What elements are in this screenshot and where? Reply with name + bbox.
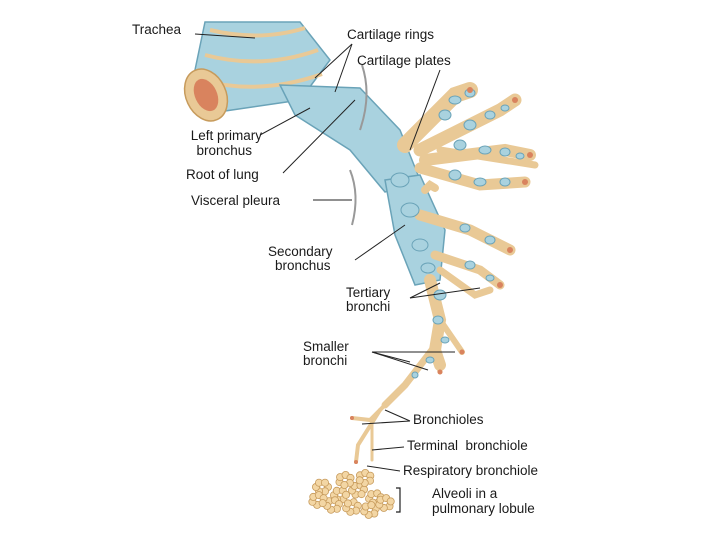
alveolus [386, 497, 395, 506]
alveolus [357, 490, 366, 499]
alveolus [343, 499, 352, 508]
bronchial-tree-illustration [183, 21, 539, 519]
alveoli-cluster-illustration [308, 468, 395, 519]
leader-terminal-bronchiole [371, 446, 405, 451]
alveolus [340, 480, 349, 489]
alveolus [367, 501, 376, 510]
leader-secondary-bronchus [354, 224, 406, 261]
leader-smaller-bronchi-c [371, 351, 429, 371]
label-cartilage-rings: Cartilage rings [347, 27, 435, 42]
leader-left-primary-bronchus [259, 107, 311, 136]
label-secondary-bronchus-line2: bronchus [275, 258, 331, 273]
leader-root-of-lung [282, 99, 356, 174]
lobule-bracket [396, 487, 401, 513]
label-smaller-bronchi-line1: Smaller [303, 339, 349, 354]
label-visceral-pleura: Visceral pleura [191, 193, 281, 208]
label-cartilage-plates: Cartilage plates [357, 53, 451, 68]
upper-branches-illustration [397, 82, 539, 191]
label-alveoli-line2: pulmonary lobule [432, 501, 535, 516]
label-root-of-lung: Root of lung [186, 167, 259, 182]
label-smaller-bronchi-line2: bronchi [303, 353, 348, 368]
visceral-pleura-illustration [349, 169, 357, 226]
alveolus [341, 490, 350, 499]
leader-tertiary-bronchi-b [409, 287, 481, 299]
leader-tertiary-bronchi-a [409, 282, 441, 299]
leader-cartilage-plates [409, 69, 441, 151]
label-tertiary-bronchi-line2: bronchi [346, 299, 391, 314]
alveolus [318, 499, 327, 508]
label-left-primary-bronchus-line2: bronchus [196, 143, 252, 158]
lower-branches-illustration [350, 179, 516, 464]
label-tertiary-bronchi-line1: Tertiary [346, 285, 391, 300]
label-left-primary-bronchus-line1: Left primary [190, 128, 262, 143]
leader-cartilage-rings-b [334, 43, 353, 93]
branch-ends-illustration [350, 87, 533, 464]
label-secondary-bronchus-line1: Secondary [268, 244, 333, 259]
secondary-bronchus-illustration [384, 174, 446, 286]
root-of-lung-illustration [359, 64, 368, 131]
label-trachea: Trachea [132, 22, 182, 37]
label-respiratory-bronchiole: Respiratory bronchiole [403, 463, 539, 478]
leader-lines [194, 33, 481, 472]
trachea-illustration [183, 21, 331, 122]
label-bronchioles: Bronchioles [413, 412, 484, 427]
leader-bronchioles-a [361, 420, 411, 425]
alveolus [355, 476, 364, 485]
leader-cartilage-rings-a [314, 43, 353, 79]
label-alveoli-line1: Alveoli in a [432, 486, 498, 501]
leader-bronchioles-b [384, 409, 411, 422]
label-terminal-bronchiole: Terminal bronchiole [407, 438, 528, 453]
leader-respiratory-bronchiole [366, 465, 401, 472]
leader-trachea [194, 33, 256, 39]
alveolus [320, 478, 329, 487]
